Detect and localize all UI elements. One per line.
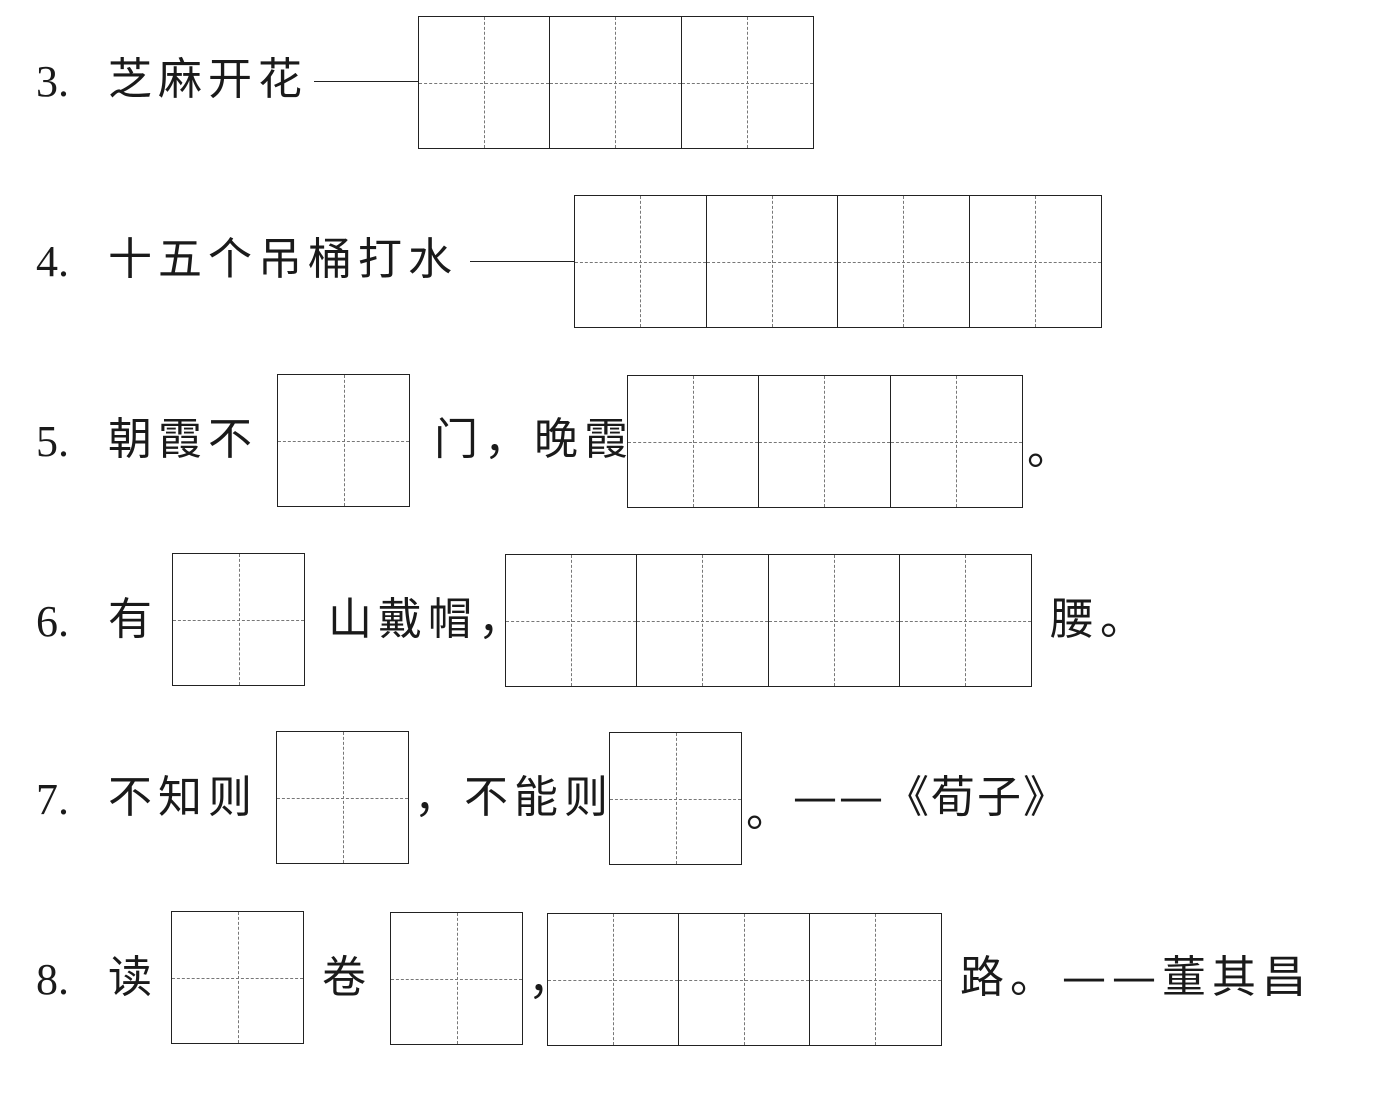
grid-cell[interactable] (172, 912, 303, 1043)
grid-cell[interactable] (809, 914, 942, 1045)
source-attribution: ——《荀子》 (793, 772, 1069, 823)
answer-grid-3[interactable] (418, 16, 814, 149)
grid-cell[interactable] (637, 555, 769, 686)
answer-grid-5a[interactable] (277, 374, 410, 507)
prompt-text: 路。 (960, 952, 1060, 1003)
grid-cell[interactable] (575, 196, 707, 327)
prompt-text: 不知则 (108, 772, 258, 823)
prompt-text: 。 (746, 786, 796, 837)
answer-grid-7b[interactable] (609, 732, 742, 865)
prompt-text: 卷 (322, 952, 372, 1003)
answer-grid-6b[interactable] (505, 554, 1032, 687)
grid-cell[interactable] (678, 914, 810, 1045)
grid-cell[interactable] (548, 914, 679, 1045)
answer-grid-8b[interactable] (390, 912, 523, 1045)
prompt-text: 十五个吊桶打水 (108, 234, 458, 285)
grid-cell[interactable] (681, 17, 814, 148)
answer-grid-7a[interactable] (276, 731, 409, 864)
answer-grid-6a[interactable] (172, 553, 305, 686)
answer-grid-5b[interactable] (627, 375, 1023, 508)
grid-cell[interactable] (899, 555, 1032, 686)
grid-cell[interactable] (706, 196, 838, 327)
grid-cell[interactable] (173, 554, 304, 685)
prompt-text: 腰。 (1050, 594, 1150, 645)
item-number: 4. (36, 237, 69, 286)
prompt-text: 读 (108, 952, 158, 1003)
dash-line (314, 81, 418, 82)
item-number: 5. (36, 417, 69, 466)
answer-grid-4[interactable] (574, 195, 1102, 328)
grid-cell[interactable] (391, 913, 522, 1044)
source-attribution: ——董其昌 (1062, 952, 1312, 1003)
item-number: 8. (36, 955, 69, 1004)
item-number: 6. (36, 597, 69, 646)
prompt-text: 山戴帽， (328, 594, 528, 645)
dash-line (470, 261, 574, 262)
grid-cell[interactable] (550, 17, 682, 148)
answer-grid-8a[interactable] (171, 911, 304, 1044)
prompt-text: 芝麻开花 (108, 54, 308, 105)
item-number: 3. (36, 57, 69, 106)
grid-cell[interactable] (969, 196, 1102, 327)
grid-cell[interactable] (890, 376, 1023, 507)
prompt-text: 有 (108, 594, 158, 645)
prompt-text: 门，晚霞 (434, 414, 634, 465)
prompt-text: 。 (1027, 424, 1077, 475)
prompt-text: ，不能则 (414, 772, 614, 823)
item-number: 7. (36, 775, 69, 824)
grid-cell[interactable] (277, 732, 408, 863)
grid-cell[interactable] (610, 733, 741, 864)
answer-grid-8c[interactable] (547, 913, 942, 1046)
grid-cell[interactable] (838, 196, 970, 327)
prompt-text: 朝霞不 (108, 414, 258, 465)
grid-cell[interactable] (759, 376, 891, 507)
grid-cell[interactable] (419, 17, 551, 148)
grid-cell[interactable] (278, 375, 409, 506)
grid-cell[interactable] (506, 555, 638, 686)
grid-cell[interactable] (768, 555, 900, 686)
grid-cell[interactable] (628, 376, 760, 507)
